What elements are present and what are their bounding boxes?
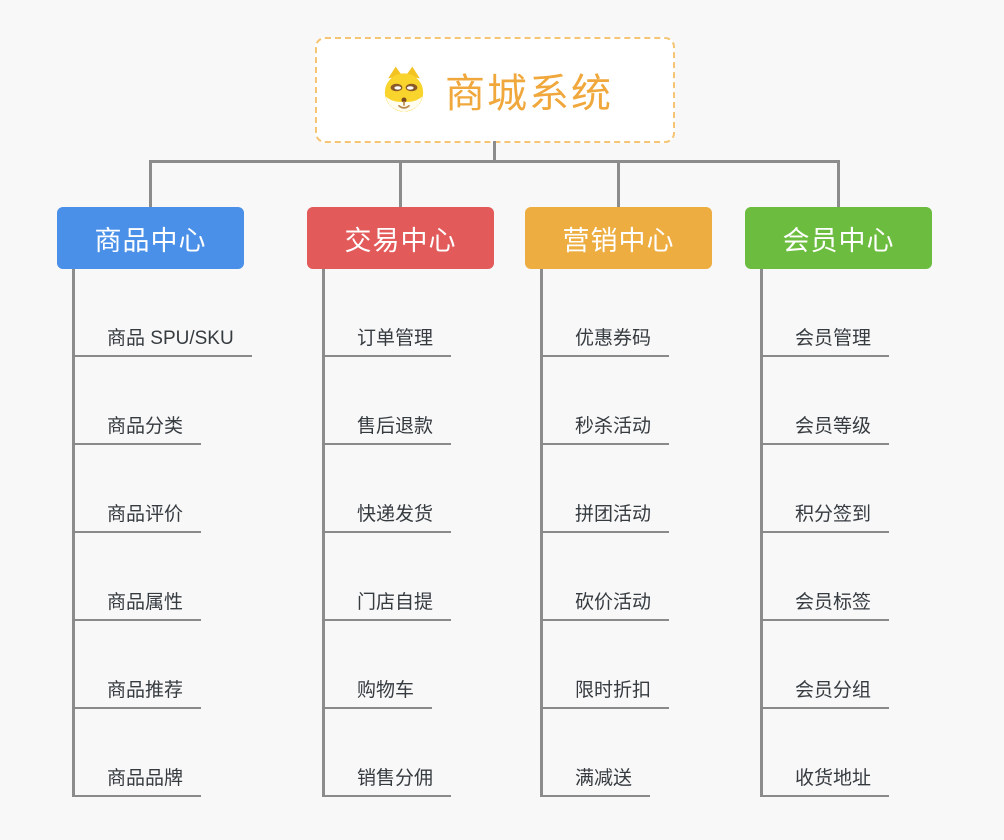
- leaf-label: 砍价活动: [540, 587, 670, 621]
- leaf-node[interactable]: 会员标签: [760, 533, 932, 621]
- leaf-node[interactable]: 商品品牌: [72, 709, 244, 797]
- leaf-label: 商品分类: [72, 411, 202, 445]
- branch-items-products: 商品 SPU/SKU 商品分类 商品评价 商品属性 商品推荐 商品品牌: [72, 269, 252, 797]
- leaf-node[interactable]: 快递发货: [322, 445, 494, 533]
- branch-column-products: 商品中心 商品 SPU/SKU 商品分类 商品评价 商品属性 商品推荐 商品品牌: [57, 207, 252, 797]
- leaf-node[interactable]: 商品评价: [72, 445, 244, 533]
- branch-column-trade: 交易中心 订单管理 售后退款 快递发货 门店自提 购物车 销售分佣: [307, 207, 494, 797]
- leaf-label: 商品属性: [72, 587, 202, 621]
- branch-items-marketing: 优惠券码 秒杀活动 拼团活动 砍价活动 限时折扣 满减送: [540, 269, 712, 797]
- leaf-node[interactable]: 购物车: [322, 621, 494, 709]
- leaf-node[interactable]: 售后退款: [322, 357, 494, 445]
- connector-root-stem: [493, 141, 496, 162]
- leaf-label: 售后退款: [322, 411, 452, 445]
- leaf-node[interactable]: 商品分类: [72, 357, 244, 445]
- branch-column-members: 会员中心 会员管理 会员等级 积分签到 会员标签 会员分组 收货地址: [745, 207, 932, 797]
- leaf-node[interactable]: 拼团活动: [540, 445, 712, 533]
- leaf-node[interactable]: 收货地址: [760, 709, 932, 797]
- connector-horizontal: [149, 160, 840, 163]
- root-title: 商城系统: [445, 72, 613, 116]
- connector-drop-4: [837, 160, 840, 209]
- connector-drop-3: [617, 160, 620, 209]
- leaf-label: 商品评价: [72, 499, 202, 533]
- leaf-node[interactable]: 商品推荐: [72, 621, 244, 709]
- leaf-label: 秒杀活动: [540, 411, 670, 445]
- leaf-node[interactable]: 商品属性: [72, 533, 244, 621]
- branch-node-marketing[interactable]: 营销中心: [525, 207, 712, 269]
- connector-drop-2: [399, 160, 402, 209]
- leaf-label: 积分签到: [760, 499, 890, 533]
- leaf-label: 收货地址: [760, 763, 890, 797]
- leaf-label: 满减送: [540, 763, 651, 797]
- root-node[interactable]: 商城系统: [315, 37, 675, 143]
- leaf-node[interactable]: 会员管理: [760, 269, 932, 357]
- leaf-node[interactable]: 秒杀活动: [540, 357, 712, 445]
- leaf-node[interactable]: 砍价活动: [540, 533, 712, 621]
- branch-node-products[interactable]: 商品中心: [57, 207, 244, 269]
- leaf-node[interactable]: 销售分佣: [322, 709, 494, 797]
- leaf-label: 优惠券码: [540, 323, 670, 357]
- branch-node-members[interactable]: 会员中心: [745, 207, 932, 269]
- leaf-label: 快递发货: [322, 499, 452, 533]
- leaf-label: 会员分组: [760, 675, 890, 709]
- leaf-node[interactable]: 会员等级: [760, 357, 932, 445]
- leaf-label: 商品品牌: [72, 763, 202, 797]
- leaf-node[interactable]: 限时折扣: [540, 621, 712, 709]
- shiba-dog-icon: [377, 65, 431, 115]
- branch-items-trade: 订单管理 售后退款 快递发货 门店自提 购物车 销售分佣: [322, 269, 494, 797]
- branch-node-trade[interactable]: 交易中心: [307, 207, 494, 269]
- leaf-label: 购物车: [322, 675, 433, 709]
- leaf-node[interactable]: 优惠券码: [540, 269, 712, 357]
- leaf-label: 订单管理: [322, 323, 452, 357]
- leaf-node[interactable]: 订单管理: [322, 269, 494, 357]
- leaf-node[interactable]: 商品 SPU/SKU: [72, 269, 252, 357]
- leaf-label: 限时折扣: [540, 675, 670, 709]
- leaf-label: 商品推荐: [72, 675, 202, 709]
- leaf-label: 门店自提: [322, 587, 452, 621]
- leaf-label: 商品 SPU/SKU: [72, 323, 252, 357]
- leaf-node[interactable]: 会员分组: [760, 621, 932, 709]
- connector-drop-1: [149, 160, 152, 209]
- leaf-label: 会员标签: [760, 587, 890, 621]
- leaf-node[interactable]: 满减送: [540, 709, 712, 797]
- leaf-node[interactable]: 积分签到: [760, 445, 932, 533]
- branch-items-members: 会员管理 会员等级 积分签到 会员标签 会员分组 收货地址: [760, 269, 932, 797]
- leaf-label: 拼团活动: [540, 499, 670, 533]
- leaf-label: 会员等级: [760, 411, 890, 445]
- leaf-label: 会员管理: [760, 323, 890, 357]
- branch-column-marketing: 营销中心 优惠券码 秒杀活动 拼团活动 砍价活动 限时折扣 满减送: [525, 207, 712, 797]
- leaf-label: 销售分佣: [322, 763, 452, 797]
- leaf-node[interactable]: 门店自提: [322, 533, 494, 621]
